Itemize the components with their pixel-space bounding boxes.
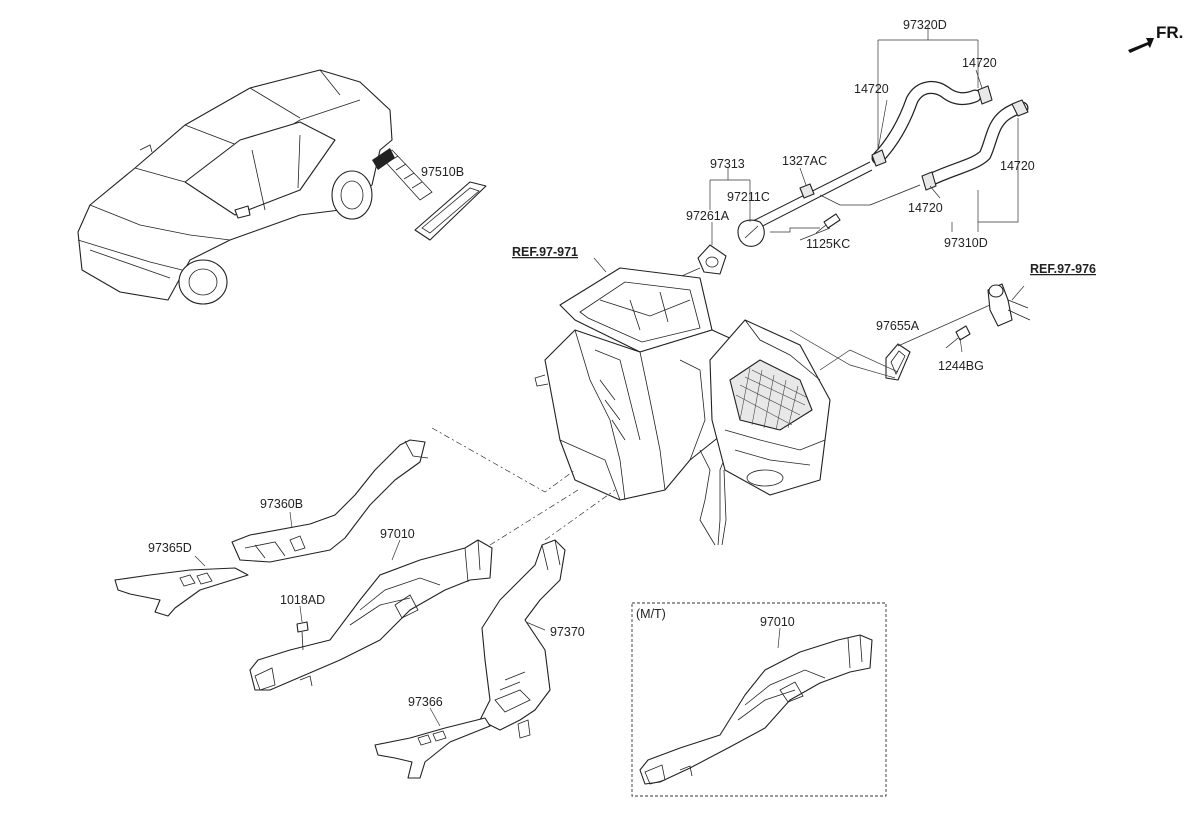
- expansion-valve: [987, 283, 1031, 327]
- extraction-vent-97510B: [414, 181, 487, 241]
- hvac-unit: [534, 267, 831, 546]
- heater-pipe-97211C: [737, 161, 921, 247]
- hose-clamp-icon: [871, 149, 887, 167]
- label-97310D: 97310D: [944, 236, 988, 250]
- label-1018AD: 1018AD: [280, 593, 325, 607]
- mt-inset-frame: [631, 602, 887, 797]
- front-arrow-icon: [1128, 38, 1154, 53]
- seal-97655A: [885, 343, 911, 381]
- label-97370: 97370: [550, 625, 585, 639]
- label-97655A: 97655A: [876, 319, 920, 333]
- gasket-97261A: [697, 244, 727, 275]
- screw-1125KC: [815, 213, 841, 234]
- duct-97365D: [114, 567, 249, 617]
- duct-97010: [249, 539, 493, 691]
- label-97320D: 97320D: [903, 18, 947, 32]
- hose-clamp-icon: [1011, 99, 1029, 117]
- reference-pipe-link[interactable]: REF.97-976: [1030, 262, 1096, 276]
- label-14720-a: 14720: [854, 82, 889, 96]
- label-1327AC: 1327AC: [782, 154, 827, 168]
- car-illustration: [77, 69, 395, 305]
- label-97010-mt: 97010: [760, 615, 795, 629]
- screw-1244BG: [945, 325, 971, 349]
- heater-hoses: [871, 81, 1029, 191]
- label-97261A: 97261A: [686, 209, 730, 223]
- label-97313: 97313: [710, 157, 745, 171]
- duct-97370: [479, 539, 566, 739]
- label-1244BG: 1244BG: [938, 359, 984, 373]
- hose-clamp-icon: [977, 85, 993, 105]
- label-97366: 97366: [408, 695, 443, 709]
- mt-inset-label: (M/T): [636, 607, 666, 621]
- label-97365D: 97365D: [148, 541, 192, 555]
- duct-97010-mt: [639, 634, 873, 785]
- label-97360B: 97360B: [260, 497, 303, 511]
- duct-97366: [374, 717, 491, 779]
- label-97010: 97010: [380, 527, 415, 541]
- label-14720-b: 14720: [962, 56, 997, 70]
- front-label: FR.: [1156, 23, 1183, 42]
- label-97510B: 97510B: [421, 165, 464, 179]
- hose-clamp-icon: [921, 171, 937, 191]
- duct-97360B: [231, 439, 429, 563]
- label-1125KC: 1125KC: [806, 237, 850, 251]
- clip-1327AC: [799, 183, 815, 199]
- front-direction-indicator: FR.: [1128, 23, 1183, 53]
- reference-hvac-link[interactable]: REF.97-971: [512, 245, 578, 259]
- screw-1018AD: [296, 621, 309, 651]
- label-14720-c: 14720: [1000, 159, 1035, 173]
- label-97211C: 97211C: [727, 190, 770, 204]
- label-14720-d: 14720: [908, 201, 943, 215]
- car-to-vent-leader: [381, 149, 433, 201]
